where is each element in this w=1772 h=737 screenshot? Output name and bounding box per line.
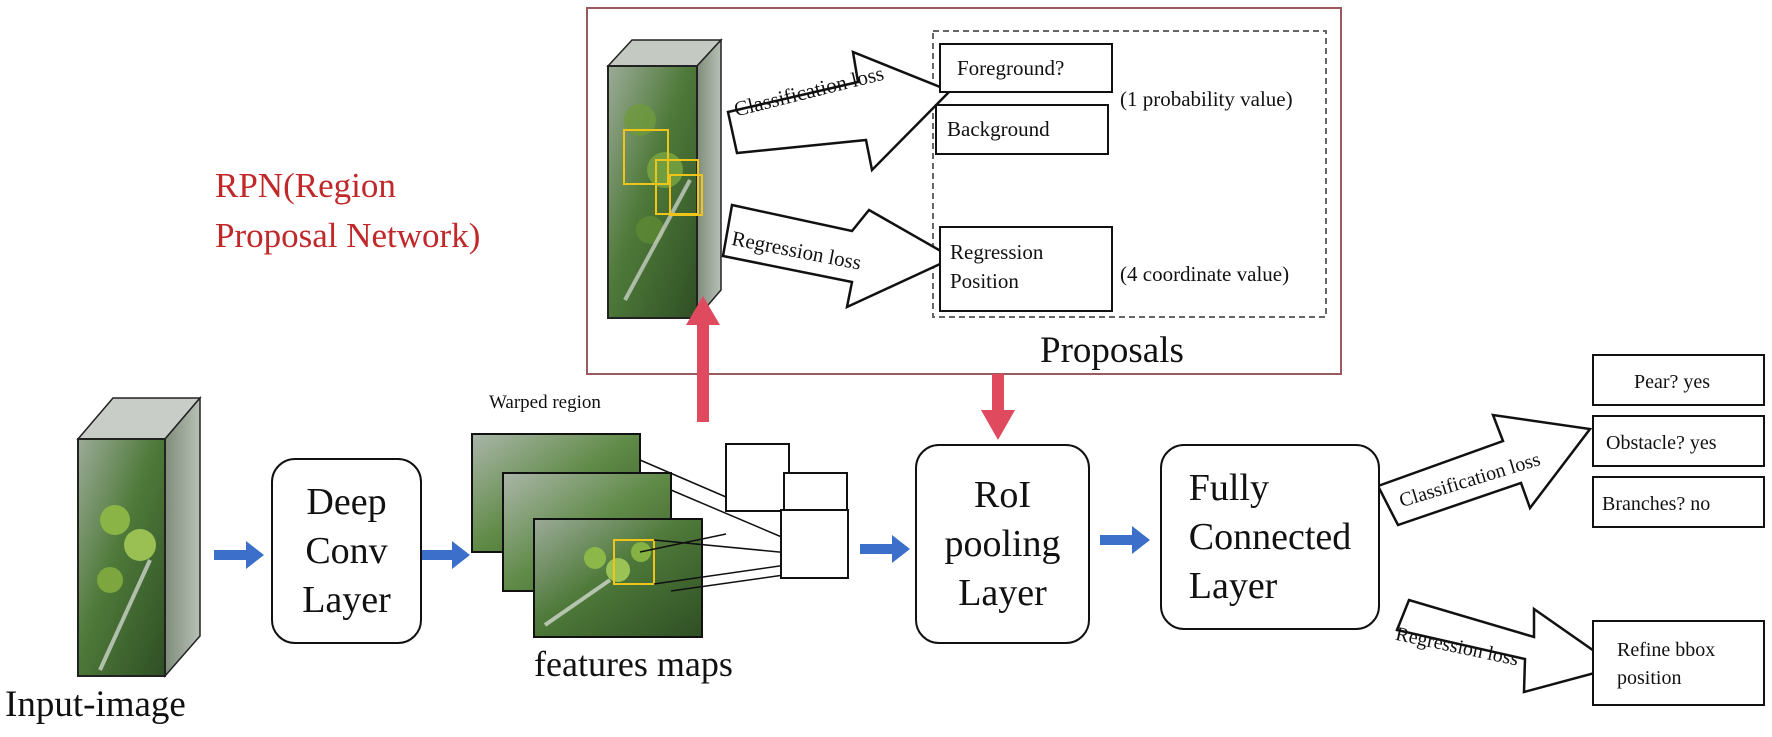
deep-conv-line1: Deep (306, 480, 387, 523)
input-image-label: Input-image (5, 684, 186, 725)
regression-position-box: Regression Position (939, 226, 1113, 312)
arrow-input-to-conv (214, 541, 264, 569)
rpn-title-line1: RPN(Region (215, 166, 396, 205)
deep-conv-line2: Conv (305, 529, 388, 572)
output-classification-arrow (1376, 413, 1593, 527)
features-maps-label: features maps (534, 644, 733, 684)
rpn-feature-cube (606, 38, 723, 321)
input-image-cube (76, 395, 202, 678)
pear-box: Pear? yes (1592, 354, 1765, 406)
output-regression-arrow (1395, 598, 1620, 694)
arrow-features-to-rpn (686, 296, 720, 422)
rpn-regression-arrow (721, 203, 956, 310)
pear-label: Pear? yes (1634, 371, 1711, 393)
refine-bbox-box: Refine bbox position (1592, 620, 1765, 706)
proposals-label: Proposals (1040, 330, 1184, 371)
branches-label: Branches? no (1602, 493, 1711, 515)
blue-arrows (214, 526, 1150, 569)
branches-box: Branches? no (1592, 476, 1765, 528)
fully-connected-layer-box: Fully Connected Layer (1160, 444, 1380, 630)
roi-pooling-line1: RoI (974, 473, 1031, 516)
coordinate-note: (4 coordinate value) (1120, 262, 1290, 286)
regression-label-line1: Regression (950, 240, 1044, 264)
arrow-conv-to-features (422, 541, 470, 569)
fully-connected-line3: Layer (1188, 564, 1278, 607)
deep-conv-line3: Layer (302, 578, 391, 621)
rpn-classification-arrow (726, 50, 953, 173)
red-arrows (686, 296, 1015, 440)
background-label: Background (947, 117, 1050, 141)
obstacle-label: Obstacle? yes (1606, 432, 1717, 454)
deep-conv-layer-box: Deep Conv Layer (271, 458, 422, 644)
arrow-roi-to-fc (1100, 526, 1150, 554)
obstacle-box: Obstacle? yes (1592, 415, 1765, 467)
anchor-box-3 (669, 174, 703, 216)
roi-pooling-line2: pooling (944, 522, 1061, 565)
roi-highlight-box (613, 539, 655, 585)
fully-connected-line2: Connected (1188, 515, 1352, 558)
foreground-label: Foreground? (957, 56, 1065, 80)
rpn-title-line2: Proposal Network) (215, 216, 481, 255)
refine-label-line2: position (1617, 667, 1682, 689)
probability-note: (1 probability value) (1120, 87, 1293, 111)
warped-region-label: Warped region (489, 392, 601, 413)
roi-pooling-layer-box: RoI pooling Layer (915, 444, 1090, 644)
proposals-dashed-frame (932, 30, 1327, 318)
background-box: Background (935, 104, 1109, 155)
arrow-proposals-to-roi (981, 374, 1015, 440)
foreground-box: Foreground? (939, 43, 1113, 93)
roi-pooling-line3: Layer (958, 571, 1047, 614)
features-maps-stack (471, 433, 849, 638)
regression-label-line2: Position (950, 269, 1019, 293)
rpn-frame (586, 7, 1342, 375)
fully-connected-line1: Fully (1188, 466, 1269, 509)
refine-label-line1: Refine bbox (1617, 639, 1716, 661)
anchor-box-1 (623, 129, 669, 185)
arrow-features-to-roi (860, 535, 910, 563)
